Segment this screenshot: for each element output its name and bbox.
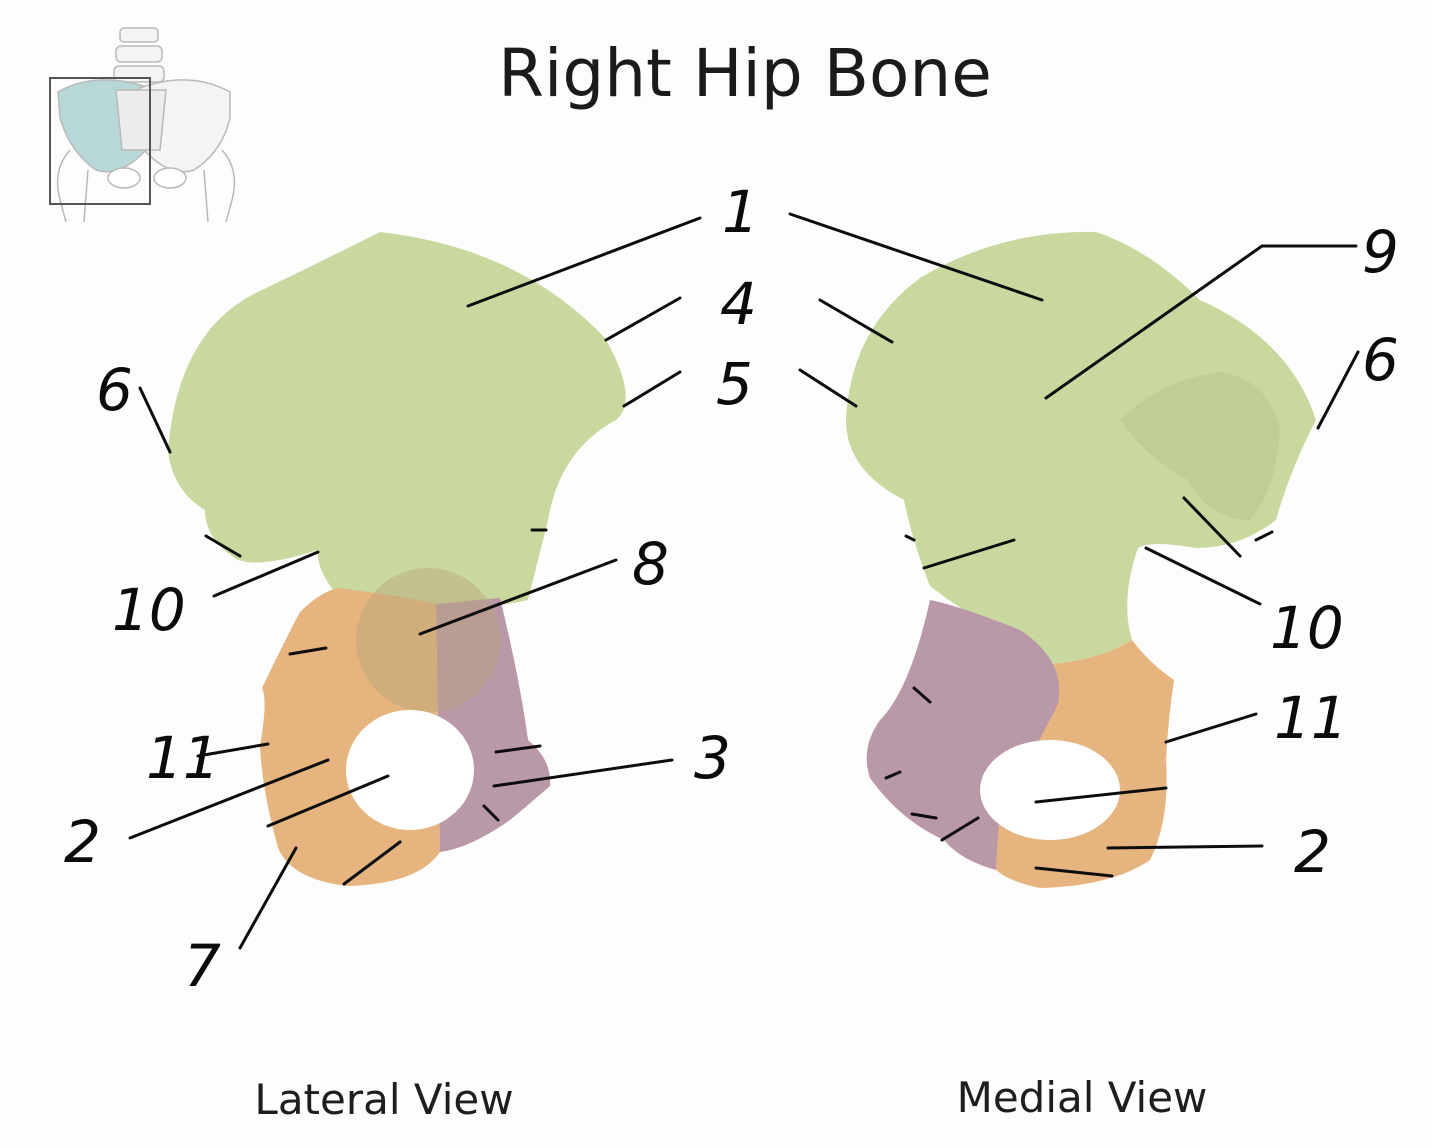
leader-line (798, 368, 858, 408)
leader-line (1164, 712, 1258, 744)
leader-lines (128, 212, 1360, 950)
leader-line (940, 816, 980, 842)
label-2-left: 2 (64, 808, 101, 876)
lateral-acetabulum (356, 568, 500, 712)
medial-auricular-surface (1120, 372, 1280, 520)
label-1: 1 (722, 178, 759, 246)
leader-line (604, 296, 682, 342)
label-6-left: 6 (96, 356, 133, 424)
leader-line (212, 550, 320, 598)
medial-number-labels: 9 6 10 11 2 (1270, 218, 1399, 886)
label-10-right: 10 (1270, 594, 1344, 662)
leader-line (1106, 844, 1264, 850)
label-5: 5 (716, 350, 753, 418)
leader-line (492, 758, 674, 788)
leader-line (1254, 530, 1274, 542)
lateral-hip-bone (168, 232, 626, 886)
leader-line (288, 646, 328, 656)
leader-line (1182, 496, 1242, 558)
medial-view-caption: Medial View (957, 1073, 1208, 1122)
lateral-obturator-foramen (346, 710, 474, 830)
label-10-left: 10 (112, 576, 186, 644)
leader-line (884, 770, 902, 780)
label-6-right: 6 (1362, 326, 1399, 394)
leader-line (1034, 866, 1114, 878)
leader-line (238, 846, 298, 950)
label-4: 4 (720, 270, 757, 338)
diagram-title: Right Hip Bone (498, 35, 992, 112)
leader-line (342, 840, 402, 886)
leader-line (204, 534, 242, 558)
leader-line (266, 774, 390, 828)
leader-line (912, 686, 932, 704)
leader-line (466, 216, 702, 308)
leader-line (818, 298, 894, 344)
label-7: 7 (184, 932, 221, 1000)
lateral-ilium (168, 232, 626, 610)
leader-line (128, 758, 330, 840)
label-11-right: 11 (1274, 684, 1348, 752)
leader-line (138, 386, 172, 454)
medial-obturator-foramen (980, 740, 1120, 840)
leader-line (1316, 350, 1360, 430)
leader-line (904, 534, 916, 542)
leader-line (196, 742, 270, 758)
leader-line (418, 558, 618, 636)
leader-line (622, 370, 682, 408)
leader-line (910, 812, 938, 820)
medial-pubis (866, 600, 1060, 870)
leader-line (494, 744, 542, 754)
pelvis-locator-thumbnail (49, 27, 236, 223)
leader-line (1034, 786, 1168, 804)
leader-line (922, 538, 1016, 570)
label-11-left: 11 (146, 724, 220, 792)
label-3: 3 (694, 724, 731, 792)
lateral-view-caption: Lateral View (254, 1075, 513, 1124)
label-9: 9 (1362, 218, 1399, 286)
medial-hip-bone (846, 231, 1316, 888)
label-8: 8 (632, 530, 669, 598)
label-2-right: 2 (1294, 818, 1331, 886)
leader-line (788, 212, 1044, 302)
leader-line (1144, 546, 1262, 606)
leader-line (482, 804, 500, 822)
lateral-number-labels: 6 10 11 2 7 1 4 5 8 3 (64, 178, 759, 1000)
leader-line (1044, 244, 1358, 400)
